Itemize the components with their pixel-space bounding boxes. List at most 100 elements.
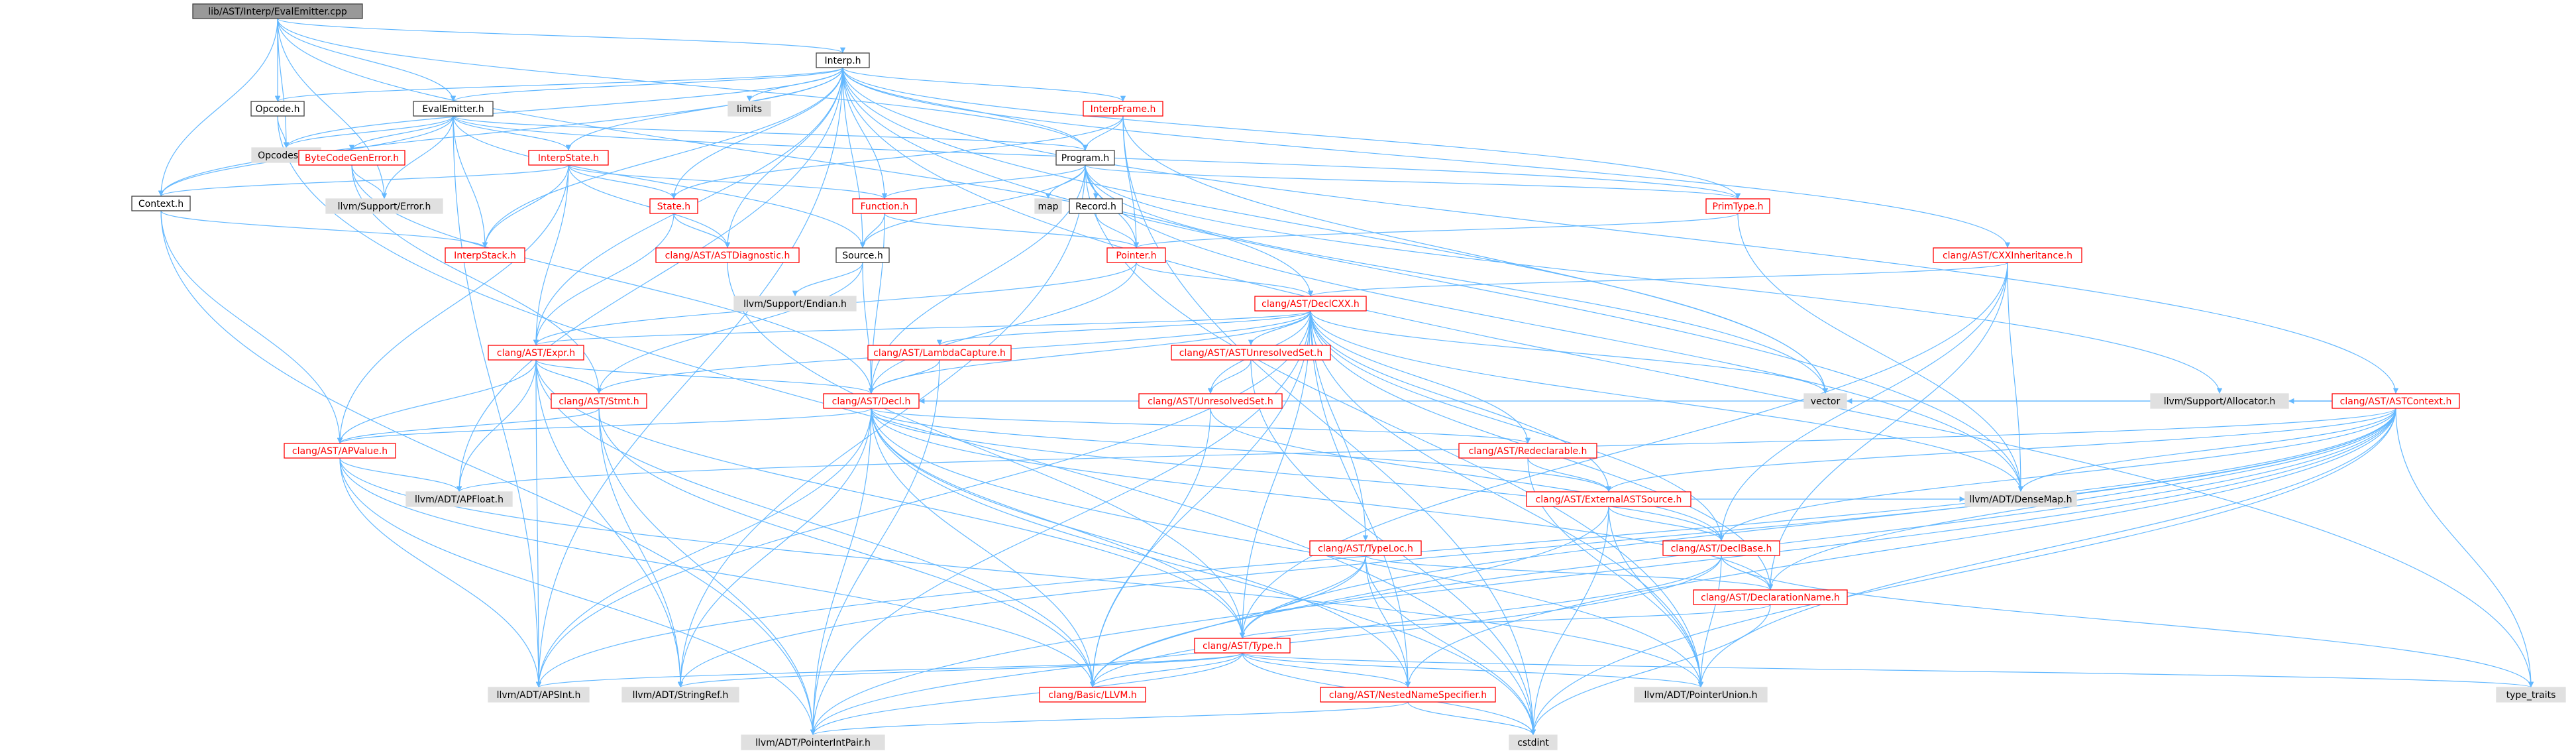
node-label: clang/AST/Stmt.h: [559, 396, 639, 407]
node-function-h[interactable]: Function.h: [852, 198, 917, 214]
node-root[interactable]: lib/AST/Interp/EvalEmitter.cpp: [192, 3, 363, 19]
node-limits[interactable]: limits: [727, 101, 771, 117]
node-label: clang/AST/DeclCXX.h: [1261, 299, 1360, 310]
node-redeclarable-h[interactable]: clang/AST/Redeclarable.h: [1458, 443, 1597, 459]
edge-program-h-to-pointerunion-h: [1085, 164, 1704, 688]
node-box: [1458, 443, 1597, 459]
node-interp-h[interactable]: Interp.h: [816, 52, 870, 68]
node-astdiagnostic-h[interactable]: clang/AST/ASTDiagnostic.h: [655, 247, 800, 263]
node-map[interactable]: map: [1034, 198, 1062, 214]
node-pointerintpair-h[interactable]: llvm/ADT/PointerIntPair.h: [741, 734, 885, 750]
node-label: Source.h: [842, 251, 883, 261]
edge-root-to-llvm-support-error-h: [277, 18, 388, 200]
node-llvm-support-endian-h[interactable]: llvm/Support/Endian.h: [733, 296, 857, 312]
node-nestednamespecifier-h[interactable]: clang/AST/NestedNameSpecifier.h: [1320, 687, 1496, 703]
node-astcontext-h[interactable]: clang/AST/ASTContext.h: [2332, 393, 2460, 409]
node-label: clang/AST/TypeLoc.h: [1318, 544, 1413, 554]
node-lambdacapture-h[interactable]: clang/AST/LambdaCapture.h: [867, 345, 1012, 361]
node-stmt-h[interactable]: clang/AST/Stmt.h: [551, 393, 647, 409]
node-declarationname-h[interactable]: clang/AST/DeclarationName.h: [1693, 589, 1848, 605]
edge-root-to-program-h: [277, 18, 1089, 151]
node-cxxinheritance-h[interactable]: clang/AST/CXXInheritance.h: [1933, 247, 2082, 263]
edge-function-h-to-pointer-h: [884, 213, 1140, 249]
node-interpstack-h[interactable]: InterpStack.h: [445, 247, 525, 263]
node-type-h[interactable]: clang/AST/Type.h: [1194, 638, 1291, 654]
node-label: Pointer.h: [1116, 251, 1156, 261]
node-externalastsource-h[interactable]: clang/AST/ExternalASTSource.h: [1526, 491, 1691, 507]
edge-interpstate-h-to-interpstack-h: [482, 164, 569, 249]
node-label: llvm/ADT/APFloat.h: [415, 494, 504, 505]
node-densemap-h[interactable]: llvm/ADT/DenseMap.h: [1964, 491, 2077, 507]
node-apfloat-h[interactable]: llvm/ADT/APFloat.h: [405, 491, 513, 507]
node-primtype-h[interactable]: PrimType.h: [1705, 198, 1770, 214]
node-record-h[interactable]: Record.h: [1069, 198, 1123, 214]
edge-interpstate-h-to-state-h: [568, 164, 677, 200]
node-declbase-h[interactable]: clang/AST/DeclBase.h: [1662, 540, 1780, 556]
node-state-h[interactable]: State.h: [649, 198, 698, 214]
edge-decl-h-to-apvalue-h: [337, 408, 872, 444]
edge-declbase-h-to-type-traits: [1721, 555, 2534, 688]
node-decl-h[interactable]: clang/AST/Decl.h: [823, 393, 920, 409]
node-type-traits[interactable]: type_traits: [2496, 687, 2566, 703]
node-typeloc-h[interactable]: clang/AST/TypeLoc.h: [1309, 540, 1422, 556]
node-box: [727, 101, 771, 117]
edge-expr-h-to-llvm-h: [535, 359, 1096, 688]
node-opcode-h[interactable]: Opcode.h: [250, 101, 305, 117]
node-label: cstdint: [1517, 738, 1549, 748]
node-llvm-support-error-h[interactable]: llvm/Support/Error.h: [325, 198, 443, 214]
node-source-h[interactable]: Source.h: [835, 247, 890, 263]
node-llvm-h[interactable]: clang/Basic/LLVM.h: [1039, 687, 1146, 703]
edge-interp-h-to-densemap-h: [842, 67, 2024, 492]
node-box: [445, 247, 525, 263]
node-label: InterpState.h: [538, 153, 599, 164]
node-label: Opcode.h: [256, 104, 300, 115]
node-box: [621, 687, 739, 703]
node-label: llvm/Support/Error.h: [338, 202, 431, 212]
edge-decl-h-to-apsint-h: [535, 408, 872, 688]
node-box: [1309, 540, 1422, 556]
node-pointer-h[interactable]: Pointer.h: [1106, 247, 1166, 263]
node-bytecodegenerror-h[interactable]: ByteCodeGenError.h: [298, 150, 405, 166]
node-label: clang/AST/Decl.h: [832, 396, 911, 407]
node-interpstate-h[interactable]: InterpState.h: [528, 150, 609, 166]
node-stringref-h[interactable]: llvm/ADT/StringRef.h: [621, 687, 739, 703]
node-declcxx-h[interactable]: clang/AST/DeclCXX.h: [1254, 296, 1367, 312]
edge-type-h-to-type-traits: [1242, 652, 2534, 688]
node-evalemitter-h[interactable]: EvalEmitter.h: [413, 101, 494, 117]
node-context-h[interactable]: Context.h: [131, 196, 191, 211]
edge-primtype-h-to-densemap-h: [1737, 213, 2024, 492]
edge-apvalue-h-to-llvm-h: [339, 457, 1096, 688]
node-program-h[interactable]: Program.h: [1055, 150, 1115, 166]
node-label: clang/AST/NestedNameSpecifier.h: [1329, 690, 1487, 701]
edge-state-h-to-astdiagnostic-h: [673, 213, 731, 249]
node-cstdint[interactable]: cstdint: [1509, 734, 1558, 750]
node-box: [816, 52, 870, 68]
node-box: [1106, 247, 1166, 263]
node-pointerunion-h[interactable]: llvm/ADT/PointerUnion.h: [1634, 687, 1768, 703]
node-label: Context.h: [138, 199, 184, 209]
node-astunresolvedset-h[interactable]: clang/AST/ASTUnresolvedSet.h: [1171, 345, 1331, 361]
node-unresolvedset-h[interactable]: clang/AST/UnresolvedSet.h: [1138, 393, 1283, 409]
node-box: [1039, 687, 1146, 703]
node-vector[interactable]: vector: [1803, 393, 1847, 409]
edge-unresolvedset-h-to-llvm-h: [1089, 408, 1211, 688]
edge-cxxinheritance-h-to-declbase-h: [1718, 262, 2008, 542]
node-expr-h[interactable]: clang/AST/Expr.h: [488, 345, 584, 361]
node-box: [835, 247, 890, 263]
node-interpframe-h[interactable]: InterpFrame.h: [1083, 101, 1163, 117]
edge-evalemitter-h-to-llvm-support-error-h: [381, 115, 454, 200]
node-apsint-h[interactable]: llvm/ADT/APSInt.h: [488, 687, 590, 703]
edge-interpstate-h-to-astdiagnostic-h: [568, 164, 731, 249]
edge-interp-h-to-source-h: [842, 67, 866, 249]
node-box: [298, 150, 405, 166]
node-apvalue-h[interactable]: clang/AST/APValue.h: [284, 443, 396, 459]
edge-externalastsource-h-to-pointerunion-h: [1608, 506, 1704, 688]
node-label: InterpStack.h: [454, 251, 516, 261]
edge-interp-h-to-apfloat-h: [456, 67, 843, 492]
node-label: llvm/Support/Allocator.h: [2164, 396, 2276, 407]
edge-stmt-h-to-pointerintpair-h: [598, 408, 816, 736]
node-llvm-support-allocator-h[interactable]: llvm/Support/Allocator.h: [2150, 393, 2289, 409]
edge-interp-h-to-interpstate-h: [565, 67, 843, 151]
edge-expr-h-to-stmt-h: [535, 359, 602, 394]
edge-declcxx-h-to-lambdacapture-h: [937, 310, 1311, 346]
